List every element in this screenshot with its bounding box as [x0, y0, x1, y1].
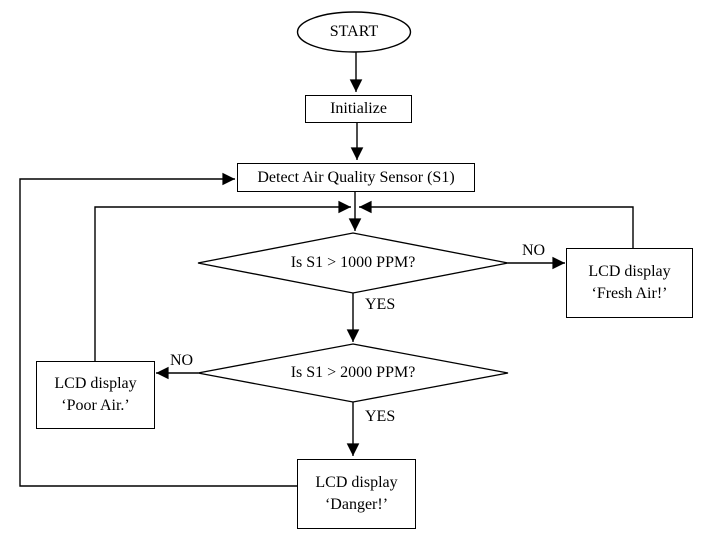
decision-2000-no-label: NO	[170, 352, 194, 369]
lcd-danger-line1: LCD display	[315, 474, 398, 491]
lcd-fresh-air-node: LCD display ‘Fresh Air!’	[566, 248, 693, 318]
lcd-danger-node: LCD display ‘Danger!’	[297, 459, 416, 529]
edge-danger-return-to-detect	[19, 172, 297, 487]
decision-1000-diamond	[197, 232, 509, 294]
lcd-danger-line2: ‘Danger!’	[324, 496, 389, 513]
lcd-poor-air-line2: ‘Poor Air.’	[61, 397, 130, 414]
lcd-fresh-air-line1: LCD display	[588, 263, 671, 280]
detect-sensor-label: Detect Air Quality Sensor (S1)	[257, 168, 455, 186]
initialize-node: Initialize	[305, 95, 412, 123]
detect-sensor-node: Detect Air Quality Sensor (S1)	[237, 163, 475, 192]
edge-poor-air-return-to-junction	[94, 200, 351, 361]
decision-2000-yes-label: YES	[365, 408, 396, 425]
lcd-fresh-air-line2: ‘Fresh Air!’	[591, 285, 668, 302]
decision-1000-yes-label: YES	[365, 296, 396, 313]
lcd-poor-air-line1: LCD display	[54, 375, 137, 392]
lcd-poor-air-node: LCD display ‘Poor Air.’	[36, 361, 155, 429]
initialize-label: Initialize	[330, 100, 387, 117]
edge-fresh-air-return-to-junction	[359, 200, 634, 248]
decision-2000-diamond	[197, 343, 509, 403]
decision-1000-no-label: NO	[522, 242, 546, 259]
start-oval	[296, 11, 412, 53]
